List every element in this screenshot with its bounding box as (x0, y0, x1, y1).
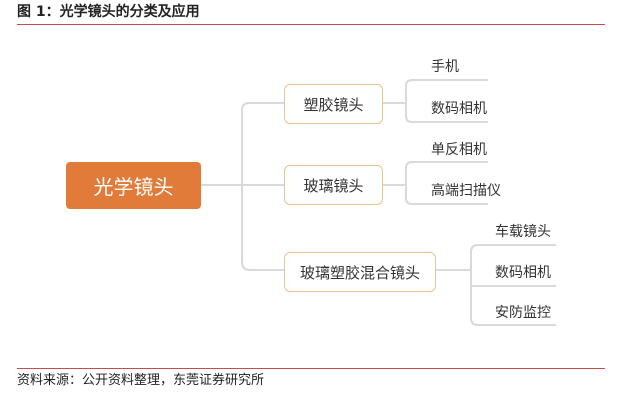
leaf-item: 数码相机 (431, 101, 487, 117)
category-node-hybrid: 玻璃塑胶混合镜头 (284, 252, 436, 292)
category-node-glass: 玻璃镜头 (284, 165, 383, 205)
leaf-item: 数码相机 (495, 265, 551, 281)
link-cat-1-leaf-2 (405, 103, 488, 123)
category-node-plastic: 塑胶镜头 (284, 84, 383, 124)
source-note: 资料来源：公开资料整理，东莞证券研究所 (17, 373, 265, 388)
link-root-to-cat-3 (241, 185, 284, 271)
figure-title: 图 1：光学镜头的分类及应用 (17, 4, 200, 20)
bottom-divider (17, 368, 605, 369)
leaf-item: 高端扫描仪 (431, 183, 501, 199)
root-node: 光学镜头 (66, 162, 201, 209)
link-cat-3-leaf-3 (470, 270, 556, 326)
leaf-item: 安防监控 (495, 305, 551, 321)
leaf-item: 手机 (431, 59, 459, 75)
link-cat-3-leaf-1 (470, 244, 556, 270)
link-cat-2-leaf-1 (405, 161, 488, 185)
top-divider (17, 24, 605, 25)
leaf-item: 车载镜头 (495, 224, 551, 240)
link-root-to-cat-1 (241, 102, 284, 185)
link-cat-1-leaf-1 (405, 79, 488, 103)
link-cat-2-leaf-2 (405, 185, 488, 205)
leaf-item: 单反相机 (431, 142, 487, 158)
